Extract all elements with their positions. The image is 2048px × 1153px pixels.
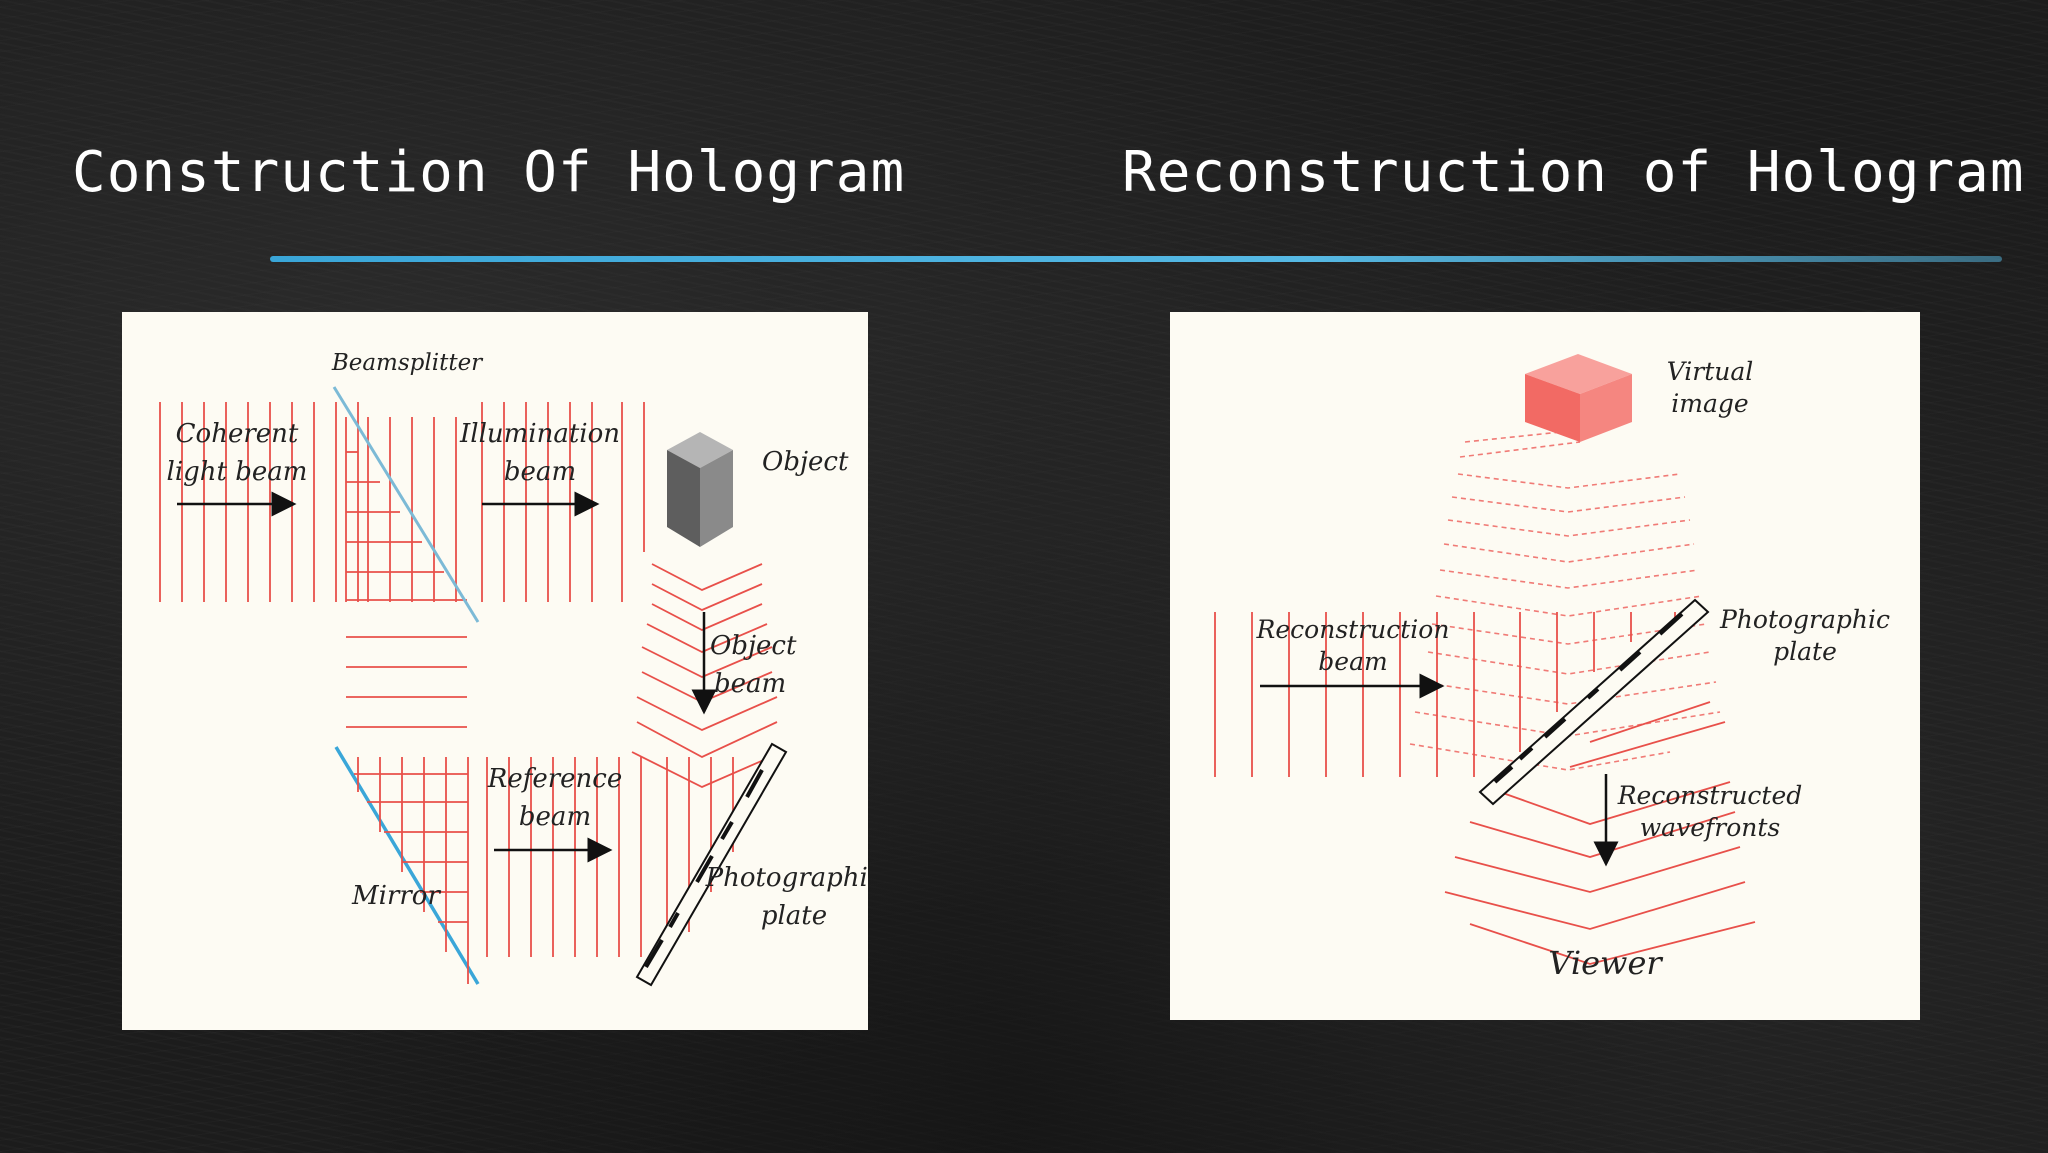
reconstruction-svg: Virtual image Reconstruction beam Photog…: [1214, 354, 1890, 982]
reconstructed-wavefronts-lines: [1444, 701, 1756, 965]
label-mirror: Mirror: [351, 881, 441, 911]
label-recon-plate-2: plate: [1773, 637, 1837, 666]
reconstruction-photographic-plate: [1478, 598, 1710, 806]
label-reference-1: Reference: [487, 764, 622, 794]
beamsplitter: [332, 386, 480, 623]
reconstruction-beam-lines: [1214, 612, 1676, 777]
reconstruction-title: Reconstruction of Hologram: [1122, 140, 2025, 205]
label-object: Object: [762, 447, 849, 477]
construction-photographic-plate: [635, 742, 788, 987]
label-viewer: Viewer: [1548, 944, 1663, 982]
label-virtual-1: Virtual: [1667, 357, 1754, 386]
label-coherent-1: Coherent: [176, 419, 299, 449]
construction-title: Construction Of Hologram: [72, 140, 906, 205]
reconstruction-diagram: Virtual image Reconstruction beam Photog…: [1170, 312, 1920, 1020]
object-cube: [667, 432, 733, 547]
mirror: [334, 746, 480, 985]
label-reference-2: beam: [519, 802, 591, 832]
title-underline: [270, 256, 2002, 262]
mirror-grid: [354, 757, 469, 984]
label-virtual-2: image: [1671, 389, 1748, 418]
label-object-beam-1: Object: [710, 631, 797, 661]
reference-wave-lines: [486, 757, 734, 957]
label-object-beam-2: beam: [714, 669, 786, 699]
label-recon-plate-1: Photographic: [1719, 605, 1890, 634]
construction-diagram: Beamsplitter Coherent light beam Illumin…: [122, 312, 883, 1030]
reflected-beam-lines: [346, 636, 467, 728]
label-illumination-2: beam: [504, 457, 576, 487]
label-illumination-1: Illumination: [459, 419, 620, 449]
construction-svg: Beamsplitter Coherent light beam Illumin…: [159, 350, 883, 987]
label-wavefronts-2: wavefronts: [1640, 813, 1780, 842]
object-beam-chevrons: [631, 563, 783, 788]
label-recon-beam-2: beam: [1318, 647, 1387, 676]
virtual-image-cube: [1525, 354, 1632, 442]
label-coherent-2: light beam: [167, 457, 308, 487]
beamsplitter-grid: [345, 417, 467, 602]
label-beamsplitter: Beamsplitter: [331, 350, 484, 376]
coherent-wave-lines: [159, 402, 359, 602]
label-recon-beam-1: Reconstruction: [1256, 615, 1450, 644]
label-plate-1: Photographic: [705, 863, 868, 893]
label-plate-2: plate: [761, 901, 827, 931]
label-wavefronts-1: Reconstructed: [1617, 781, 1803, 810]
